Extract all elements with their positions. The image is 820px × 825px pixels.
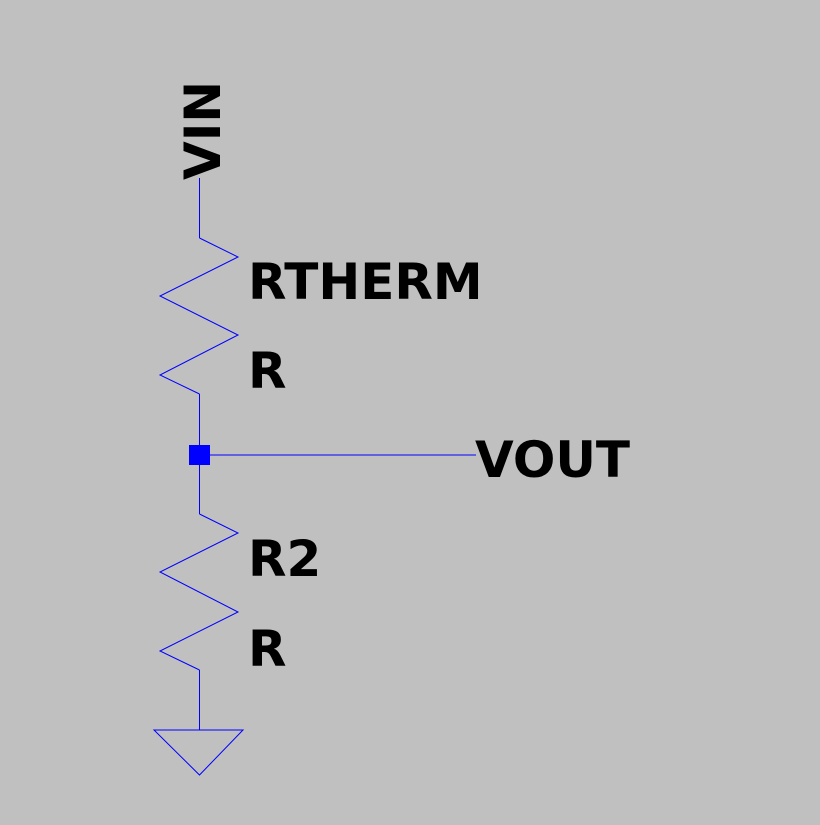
component-value-r2[interactable]: R (248, 620, 287, 678)
resistor-r2[interactable] (158, 513, 240, 671)
net-label-vout[interactable]: VOUT (475, 431, 630, 489)
junction-dot[interactable] (189, 445, 210, 465)
resistor-rtherm[interactable] (158, 237, 240, 395)
component-value-rtherm[interactable]: R (248, 342, 287, 400)
component-name-rtherm[interactable]: RTHERM (248, 253, 483, 311)
net-label-vin[interactable]: VIN (174, 81, 232, 180)
ground-icon[interactable] (152, 729, 245, 776)
component-name-r2[interactable]: R2 (248, 530, 321, 588)
